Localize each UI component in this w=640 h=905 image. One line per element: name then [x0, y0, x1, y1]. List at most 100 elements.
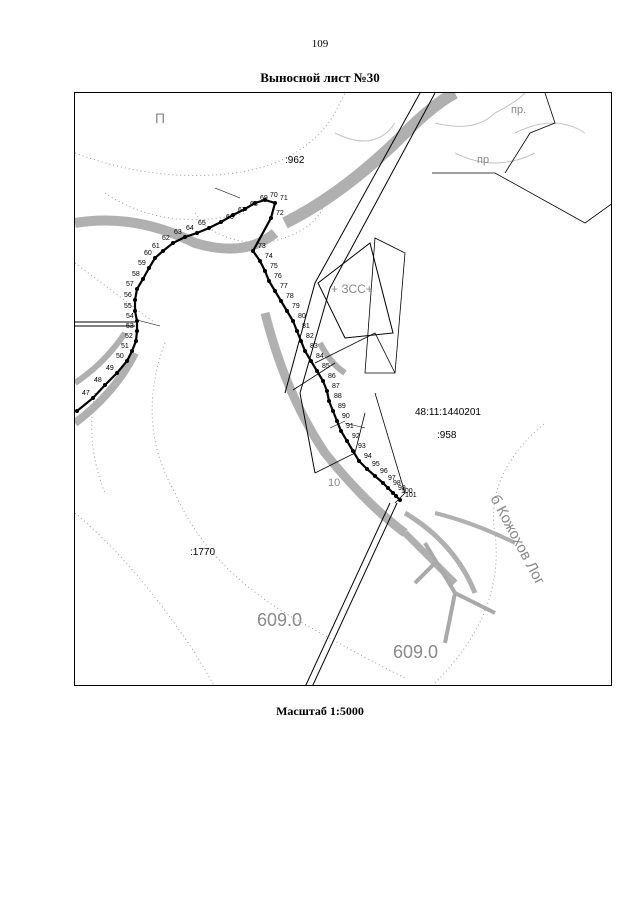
terrain-label-zss: + ЗСС+ — [331, 282, 373, 296]
route-point — [315, 369, 319, 373]
point-label: 80 — [298, 313, 306, 320]
route-point — [219, 220, 223, 224]
parcel-label-1770: :1770 — [190, 547, 215, 558]
route-point — [345, 439, 349, 443]
point-label: 100 — [401, 488, 413, 495]
map-canvas: :962 48:11:1440201 :958 :1770 609.0 609.… — [75, 93, 611, 685]
point-label: 90 — [342, 413, 350, 420]
parcel-label-cadastral: 48:11:1440201 — [415, 407, 481, 418]
point-label: 101 — [405, 492, 417, 499]
page-number: 109 — [311, 38, 329, 50]
route-point — [147, 266, 151, 270]
point-label: 52 — [125, 333, 133, 340]
sheet-title: Выносной лист №30 — [260, 70, 380, 85]
point-label: 96 — [380, 468, 388, 475]
terrain-hatching — [75, 93, 516, 594]
point-label: 59 — [138, 260, 146, 267]
point-label: 79 — [292, 303, 300, 310]
route-point — [263, 269, 267, 273]
elevation-label-1: 609.0 — [257, 610, 302, 630]
route-point — [91, 396, 95, 400]
route-point — [335, 419, 339, 423]
point-label: 68 — [250, 201, 258, 208]
route-point — [135, 329, 139, 333]
route-point — [133, 309, 137, 313]
route-point — [153, 256, 157, 260]
point-label: 63 — [174, 229, 182, 236]
terrain-label-pr-1: пр. — [511, 104, 526, 116]
point-label: 67 — [238, 207, 246, 214]
point-label: 86 — [328, 373, 336, 380]
route-point — [309, 359, 313, 363]
route-point — [327, 399, 331, 403]
elevation-label-2: 609.0 — [393, 642, 438, 662]
route-point — [125, 359, 129, 363]
point-label: 87 — [332, 383, 340, 390]
route-point — [285, 309, 289, 313]
route-point — [373, 474, 377, 478]
point-label: 57 — [126, 281, 134, 288]
point-label: 88 — [334, 393, 342, 400]
point-label: 76 — [274, 273, 282, 280]
point-label: 47 — [82, 390, 90, 397]
map-frame: :962 48:11:1440201 :958 :1770 609.0 609.… — [74, 92, 612, 686]
point-label: 83 — [310, 343, 318, 350]
route-point — [351, 449, 355, 453]
route-point — [133, 298, 137, 302]
route-point — [386, 486, 390, 490]
route-point — [398, 498, 402, 502]
point-label: 60 — [144, 250, 152, 257]
route-point — [357, 459, 361, 463]
route-point — [299, 339, 303, 343]
route-point — [161, 249, 165, 253]
route-point — [251, 249, 255, 253]
route-point — [381, 481, 385, 485]
point-label: 49 — [106, 365, 114, 372]
terrain-label-ten: 10 — [328, 477, 340, 489]
route-point — [115, 371, 119, 375]
route-point — [263, 198, 267, 202]
point-label: 99 — [398, 485, 406, 492]
route-point — [141, 277, 145, 281]
zss-polygon — [317, 242, 394, 339]
ravine-branches — [413, 541, 496, 644]
parcel-boundaries — [292, 93, 611, 504]
roads — [75, 93, 436, 685]
scale-label: Масштаб 1:5000 — [276, 704, 364, 718]
route-point — [134, 339, 138, 343]
terrain-label-pr-2: пр — [477, 154, 489, 166]
route-point — [303, 349, 307, 353]
route-point — [279, 299, 283, 303]
route-point — [267, 279, 271, 283]
terrain-label-p: П — [155, 110, 165, 126]
point-label: 70 — [270, 192, 278, 199]
route-point — [291, 319, 295, 323]
point-label: 85 — [322, 363, 330, 370]
point-label: 69 — [260, 195, 268, 202]
point-label: 73 — [258, 243, 266, 250]
route-point — [75, 409, 79, 413]
point-label: 55 — [124, 303, 132, 310]
point-label: 92 — [352, 433, 360, 440]
point-label: 98 — [393, 480, 401, 487]
point-label: 56 — [124, 292, 132, 299]
point-label: 53 — [126, 323, 134, 330]
point-label: 51 — [121, 343, 129, 350]
parcel-label-958: :958 — [437, 430, 457, 441]
route-point — [258, 259, 262, 263]
point-label: 82 — [306, 333, 314, 340]
point-label: 97 — [388, 475, 396, 482]
route-point — [331, 409, 335, 413]
point-label: 95 — [372, 461, 380, 468]
point-label: 71 — [280, 195, 288, 202]
route-point — [231, 213, 235, 217]
route-point — [103, 383, 107, 387]
route-point — [295, 329, 299, 333]
route-point — [269, 216, 273, 220]
point-label: 74 — [265, 253, 273, 260]
point-label: 81 — [302, 323, 310, 330]
route-point — [325, 389, 329, 393]
route-points — [75, 198, 402, 502]
route-point — [207, 226, 211, 230]
route-point — [183, 235, 187, 239]
